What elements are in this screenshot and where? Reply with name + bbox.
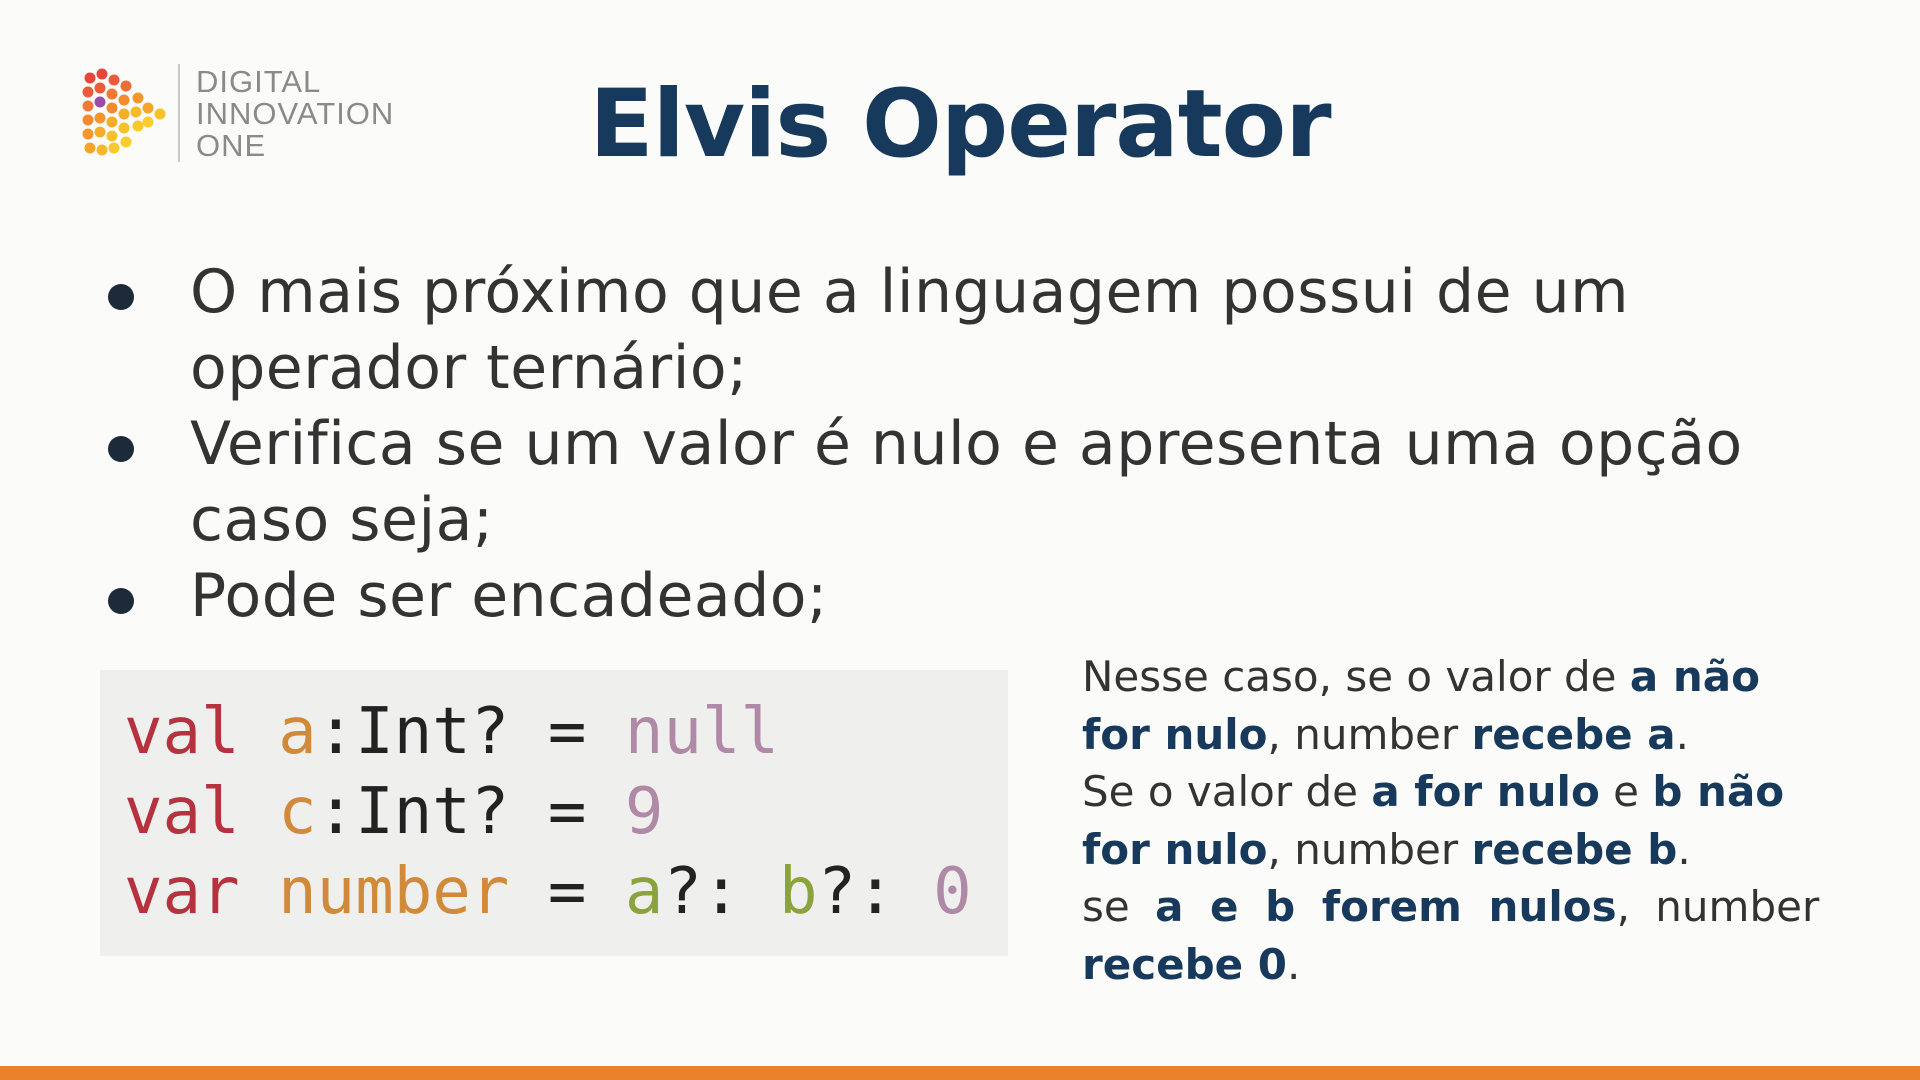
code-elvis-operator: ?: (817, 855, 934, 929)
explanation-line: for nulo, number recebe a. (1082, 706, 1834, 764)
explanation-line: Se o valor de a for nulo e b não (1082, 763, 1834, 821)
digital-innovation-one-logo: DIGITAL INNOVATION ONE (82, 62, 422, 172)
explanation-emphasis: b não (1652, 767, 1785, 816)
explanation-span: , number (1616, 882, 1820, 931)
code-type: :Int? = (316, 775, 625, 849)
code-keyword: var (124, 855, 240, 929)
code-line: val c:Int? = 9 (124, 772, 1008, 852)
bullet-item: Pode ser encadeado; (100, 558, 1860, 634)
explanation-line: Nesse caso, se o valor de a não (1082, 648, 1834, 706)
explanation-line: se a e b forem nulos, number (1082, 878, 1834, 936)
bullet-dot-icon (108, 436, 134, 462)
explanation-emphasis: a não (1629, 652, 1760, 701)
logo-line-digital: DIGITAL (196, 64, 322, 99)
explanation-span: se (1082, 882, 1156, 931)
explanation-span: e (1599, 767, 1653, 816)
code-variable: number (278, 855, 510, 929)
explanation-span: Nesse caso, se o valor de (1082, 652, 1630, 701)
code-operand-a: a (624, 855, 664, 929)
explanation-text: Nesse caso, se o valor de a não for nulo… (1082, 648, 1834, 993)
code-keyword: val (124, 695, 240, 769)
bullet-text-line: O mais próximo que a linguagem possui de… (190, 257, 1630, 327)
explanation-span: . (1286, 939, 1301, 989)
explanation-span: , number (1267, 709, 1472, 759)
code-keyword: val (124, 775, 240, 849)
bullet-list: O mais próximo que a linguagem possui de… (100, 254, 1860, 634)
code-literal: 9 (624, 775, 664, 849)
explanation-emphasis: a e b forem nulos (1155, 882, 1617, 931)
explanation-emphasis: a for nulo (1371, 767, 1600, 816)
explanation-span: . (1677, 824, 1691, 874)
code-block: val a:Int? = null val c:Int? = 9 var num… (100, 670, 1008, 956)
explanation-emphasis: recebe a (1471, 709, 1676, 759)
explanation-emphasis: recebe b (1471, 824, 1678, 874)
logo-divider (178, 64, 180, 162)
logo-line-one: ONE (196, 128, 267, 163)
code-type: :Int? = (316, 695, 625, 769)
code-elvis-operator: ?: (663, 855, 780, 929)
explanation-line: recebe 0. (1082, 936, 1834, 994)
code-operand-b: b (779, 855, 818, 929)
explanation-emphasis: for nulo (1082, 824, 1268, 874)
code-literal: 0 (933, 855, 972, 929)
bullet-item: Verifica se um valor é nulo e apresenta … (100, 406, 1860, 558)
explanation-span: Se o valor de (1082, 767, 1372, 816)
bullet-item: O mais próximo que a linguagem possui de… (100, 254, 1860, 406)
code-variable: a (278, 695, 317, 769)
code-line: val a:Int? = null (124, 692, 1008, 772)
explanation-emphasis: for nulo (1082, 709, 1268, 759)
bullet-text-line: operador ternário; (190, 333, 748, 403)
code-assign: = (509, 855, 625, 929)
explanation-span: . (1675, 709, 1689, 759)
bullet-text-line: Verifica se um valor é nulo e apresenta … (190, 409, 1743, 479)
explanation-span: , number (1267, 824, 1472, 874)
footer-accent-bar (0, 1066, 1920, 1080)
logo-line-innovation: INNOVATION (196, 96, 395, 131)
bullet-dot-icon (108, 284, 134, 310)
play-dots-logo-icon (82, 68, 166, 156)
explanation-emphasis: recebe 0 (1082, 939, 1287, 989)
bullet-text-line: caso seja; (190, 485, 494, 555)
bullet-text-line: Pode ser encadeado; (190, 561, 828, 631)
code-variable: c (278, 775, 317, 849)
code-line: var number = a?: b?: 0 (124, 852, 1008, 932)
bullet-dot-icon (108, 588, 134, 614)
logo-wordmark: DIGITAL INNOVATION ONE (196, 66, 394, 162)
code-literal: null (624, 695, 780, 769)
slide-title: Elvis Operator (589, 70, 1331, 179)
explanation-line: for nulo, number recebe b. (1082, 821, 1834, 879)
